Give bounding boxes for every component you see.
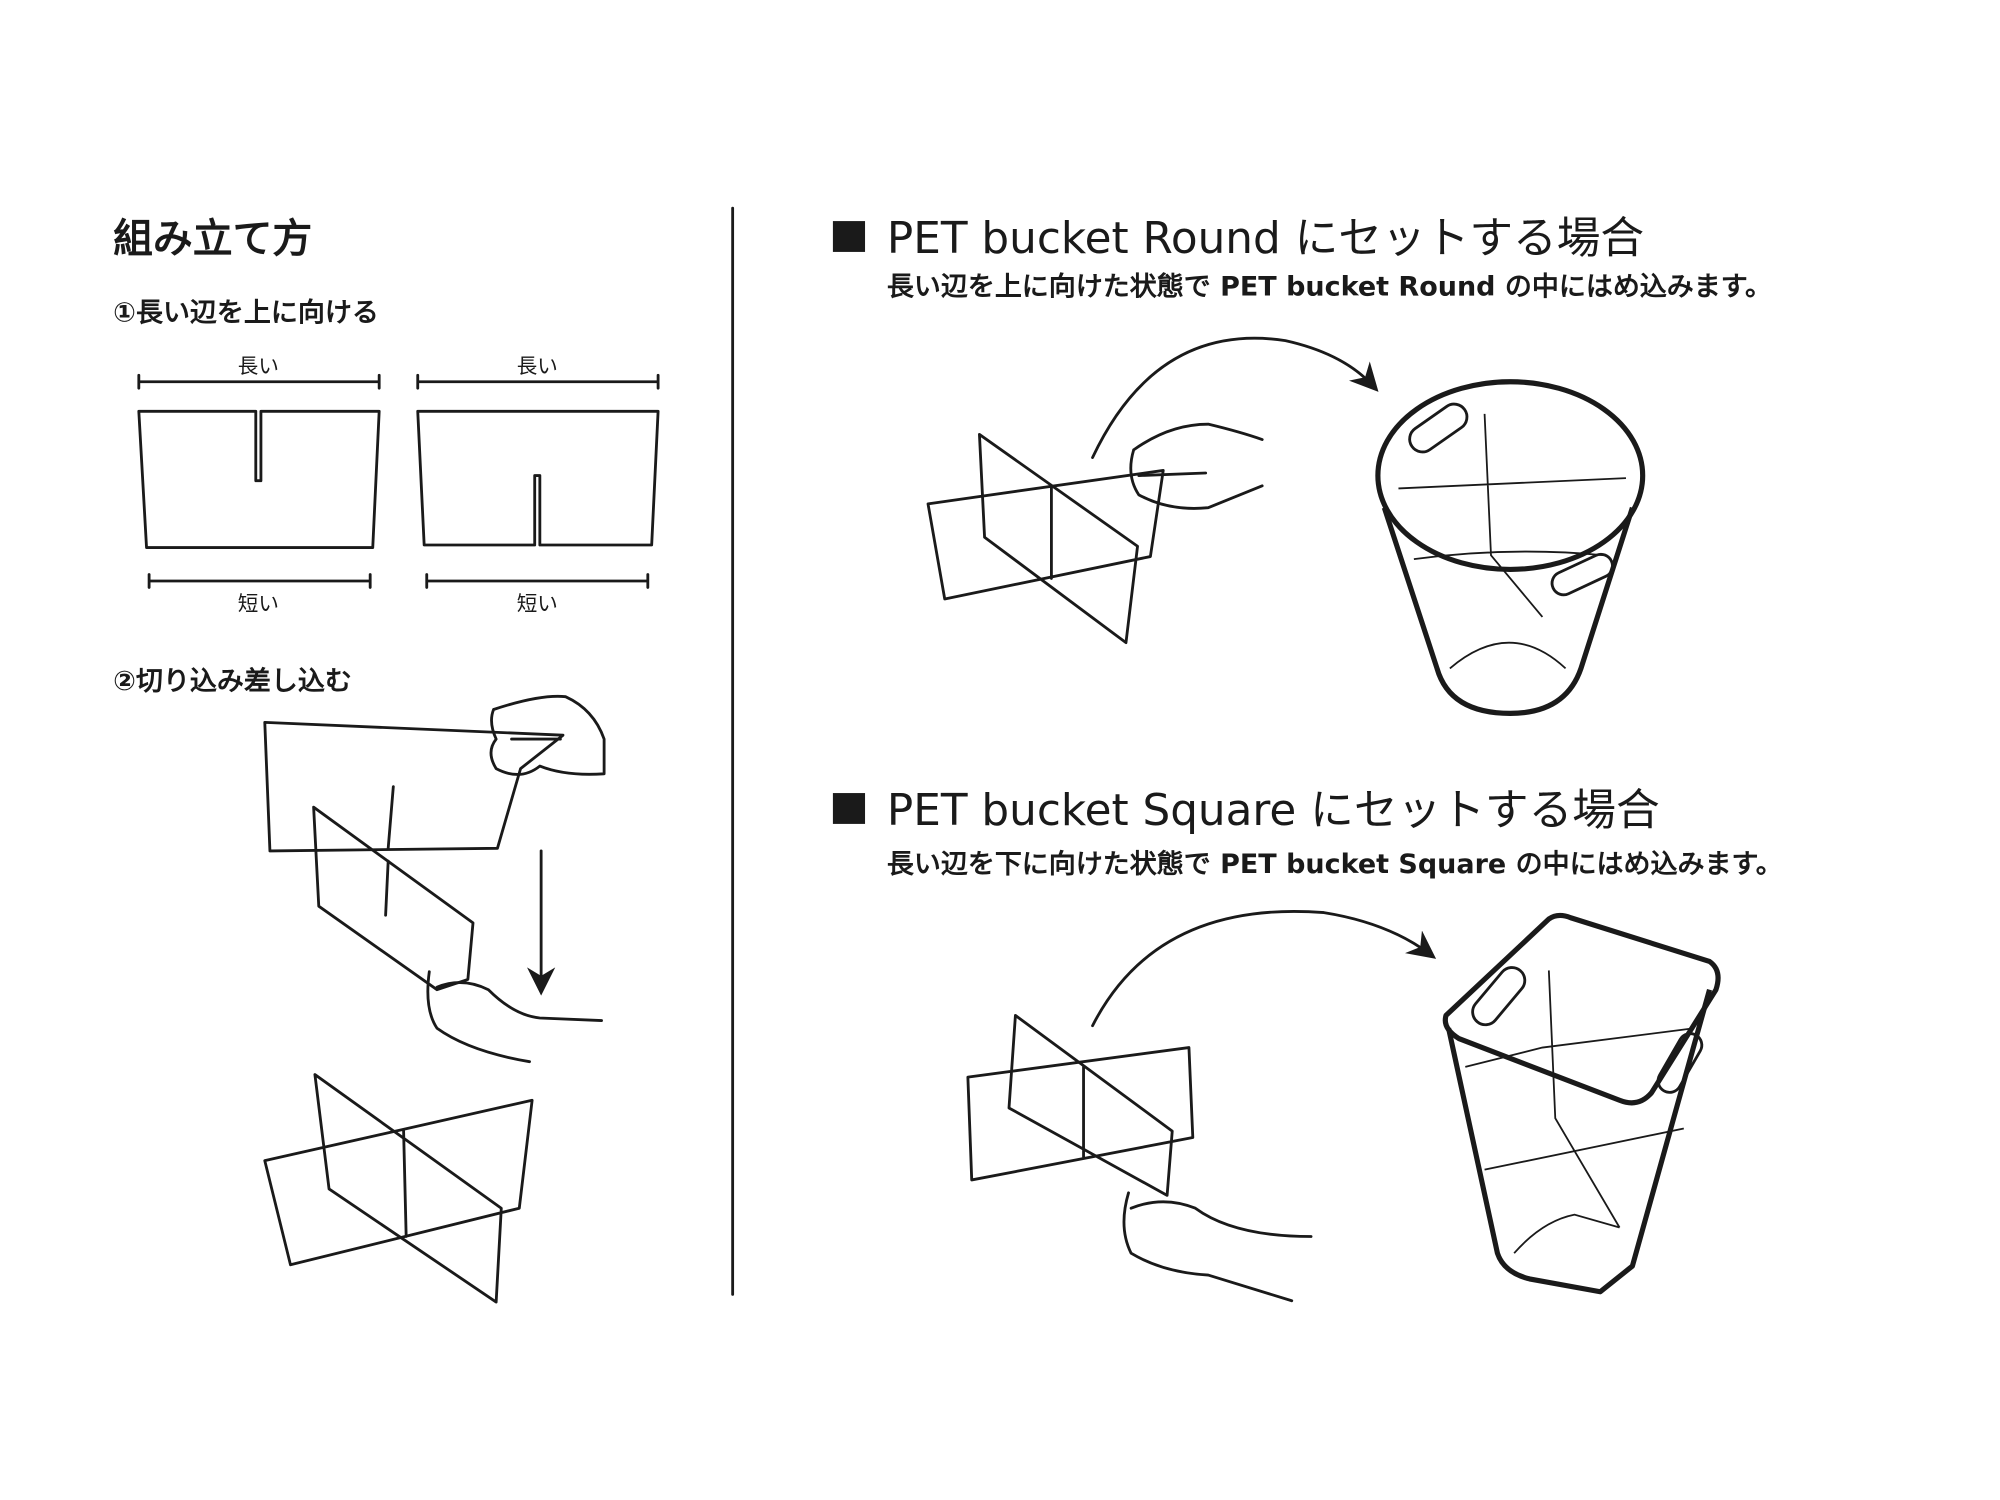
square-illustration — [966, 910, 1721, 1303]
short-dimension-left — [147, 573, 372, 589]
short-dimension-right — [425, 573, 650, 589]
bucket-handle — [1471, 966, 1527, 1027]
long-label-right: 長い — [517, 354, 558, 378]
panel-diagrams: 長い 長い 短い 短い — [137, 354, 660, 616]
bucket-body — [1381, 506, 1635, 716]
step1-label: ①長い辺を上に向ける — [113, 296, 379, 328]
round-description: 長い辺を上に向けた状態で PET bucket Round の中にはめ込みます。 — [887, 271, 1772, 303]
bucket-handle — [1656, 1032, 1704, 1094]
bucket-body — [1446, 989, 1712, 1295]
panel-top-slot — [137, 409, 381, 549]
bucket-handle — [1550, 552, 1614, 597]
hand-icon — [1122, 1191, 1313, 1303]
bucket-rim — [1375, 379, 1646, 572]
hand-icon — [489, 694, 606, 776]
bullet-square-icon — [832, 793, 866, 824]
short-label-left: 短い — [238, 592, 279, 616]
round-heading: PET bucket Round にセットする場合 — [887, 213, 1644, 264]
hand-icon — [426, 970, 603, 1064]
square-description: 長い辺を下に向けた状態で PET bucket Square の中にはめ込みます… — [887, 848, 1783, 880]
panel-bottom-slot — [416, 409, 660, 547]
curved-arrow-icon — [1091, 336, 1379, 459]
bullet-square-icon — [832, 221, 866, 252]
lower-panel — [312, 805, 475, 992]
partition — [966, 1014, 1195, 1197]
long-dimension-left — [137, 373, 381, 390]
short-label-right: 短い — [517, 592, 558, 616]
partition — [926, 433, 1165, 645]
assembly-title: 組み立て方 — [113, 216, 312, 262]
hand-icon — [1129, 422, 1264, 510]
long-dimension-right — [416, 373, 660, 390]
upper-panel — [263, 720, 565, 853]
bucket-handle — [1408, 402, 1469, 454]
bucket-rim — [1442, 912, 1721, 1106]
step2-label: ②切り込み差し込む — [113, 665, 352, 697]
insert-illustration — [263, 694, 606, 1304]
long-label-left: 長い — [238, 354, 279, 378]
assembled-partition — [263, 1073, 534, 1304]
curved-arrow-icon — [1091, 910, 1437, 1028]
square-heading: PET bucket Square にセットする場合 — [887, 785, 1660, 836]
round-illustration — [926, 336, 1646, 716]
